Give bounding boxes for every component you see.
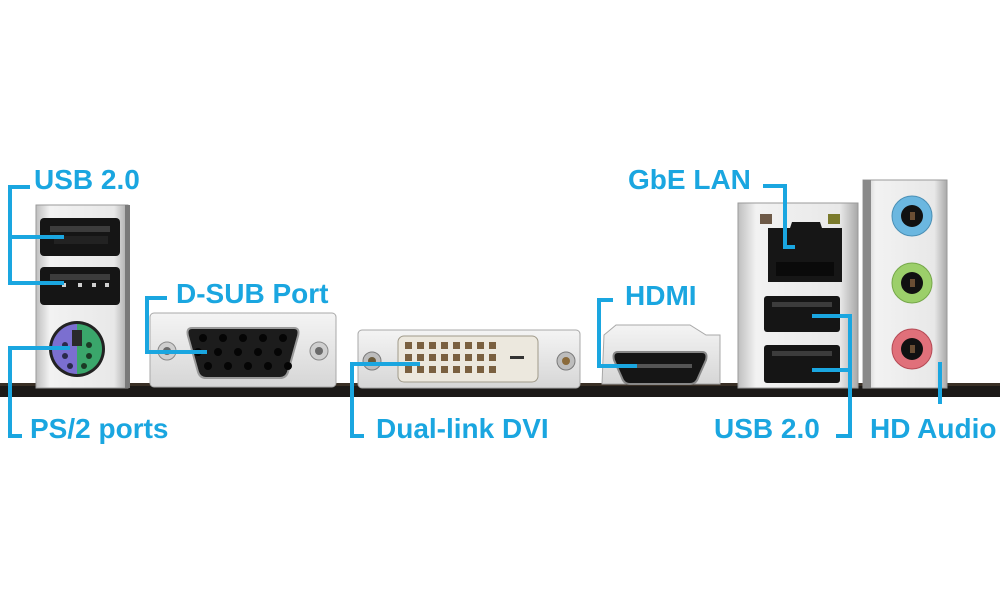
usb-left-callout-h [8, 185, 30, 189]
dvi-pin [441, 366, 448, 373]
vga-pin [234, 348, 242, 356]
dvi-pin [489, 342, 496, 349]
vga-pin [274, 348, 282, 356]
rj45-port [768, 222, 842, 282]
dvi-pin [465, 342, 472, 349]
audio-jack-green [891, 262, 933, 304]
dvi-pin [441, 354, 448, 361]
dvi-callout-v [350, 362, 354, 438]
vga-pin [279, 334, 287, 342]
vga-pin [214, 348, 222, 356]
label-usb-right: USB 2.0 [714, 413, 820, 444]
vga-pin [199, 334, 207, 342]
audio-jack-blue [891, 195, 933, 237]
label-ps2: PS/2 ports [30, 413, 169, 444]
hdmi-callout-h [597, 298, 613, 302]
lan-callout-v [783, 184, 787, 248]
dvi-pin [477, 354, 484, 361]
vga-pin [224, 362, 232, 370]
dsub-callout-v [145, 296, 149, 354]
label-hdmi: HDMI [625, 280, 697, 311]
usb-port-left-top [40, 218, 120, 256]
dvi-pin [489, 366, 496, 373]
vga-pin [264, 362, 272, 370]
usb-right-callout-bottom [812, 368, 852, 372]
label-audio: HD Audio [870, 413, 997, 444]
label-lan: GbE LAN [628, 164, 751, 195]
hdmi-callout-v [597, 298, 601, 368]
vga-pin [244, 362, 252, 370]
vga-pin [219, 334, 227, 342]
dvi-pin [465, 366, 472, 373]
vga-pin [239, 334, 247, 342]
usb-left-callout-top [8, 235, 64, 239]
dvi-pin [453, 366, 460, 373]
usb-ps2-stack [35, 204, 130, 389]
usb-right-callout-end [836, 434, 852, 438]
dsub-callout-tip [145, 350, 207, 354]
usb-port-left-bottom [40, 267, 120, 305]
lan-callout-tip [783, 245, 795, 249]
lan-usb-stack [737, 202, 859, 389]
dvi-pin [489, 354, 496, 361]
dvi-port [357, 329, 581, 389]
ps2-callout-bottom [8, 434, 22, 438]
dvi-pin [477, 342, 484, 349]
vga-pin [254, 348, 262, 356]
dvi-pin [453, 354, 460, 361]
dvi-pin [405, 354, 412, 361]
dvi-pin [429, 366, 436, 373]
dvi-pin [465, 354, 472, 361]
label-usb-left: USB 2.0 [34, 164, 140, 195]
dvi-pin [405, 366, 412, 373]
usb-right-callout-top [812, 314, 852, 318]
dvi-pin [417, 366, 424, 373]
dvi-pin [477, 366, 484, 373]
dvi-pin [453, 342, 460, 349]
dsub-callout-h [145, 296, 167, 300]
audio-jack-pink [891, 328, 933, 370]
hdmi-callout-tip [597, 364, 637, 368]
dvi-pin [417, 354, 424, 361]
vga-pin [259, 334, 267, 342]
dvi-callout-bottom [350, 434, 364, 438]
usb-port-right-top [764, 296, 840, 332]
label-dsub: D-SUB Port [176, 278, 329, 309]
usb-left-callout-bottom [8, 281, 64, 285]
ps2-callout-v [8, 346, 12, 438]
dvi-pin [405, 342, 412, 349]
dvi-pin [429, 342, 436, 349]
ps2-callout-top [8, 346, 70, 350]
dvi-pin [441, 342, 448, 349]
dvi-pin [417, 342, 424, 349]
usb-port-right-bottom [764, 345, 840, 383]
dvi-callout-tip [350, 362, 420, 366]
hdmi-port [601, 324, 721, 385]
vga-pin [284, 362, 292, 370]
lan-callout-h [763, 184, 785, 188]
label-dvi: Dual-link DVI [376, 413, 549, 444]
dvi-pin [429, 354, 436, 361]
audio-callout-v [938, 362, 942, 404]
usb-right-callout-v [848, 314, 852, 438]
vga-pin [204, 362, 212, 370]
audio-stack [862, 179, 948, 389]
dsub-port [149, 312, 337, 388]
